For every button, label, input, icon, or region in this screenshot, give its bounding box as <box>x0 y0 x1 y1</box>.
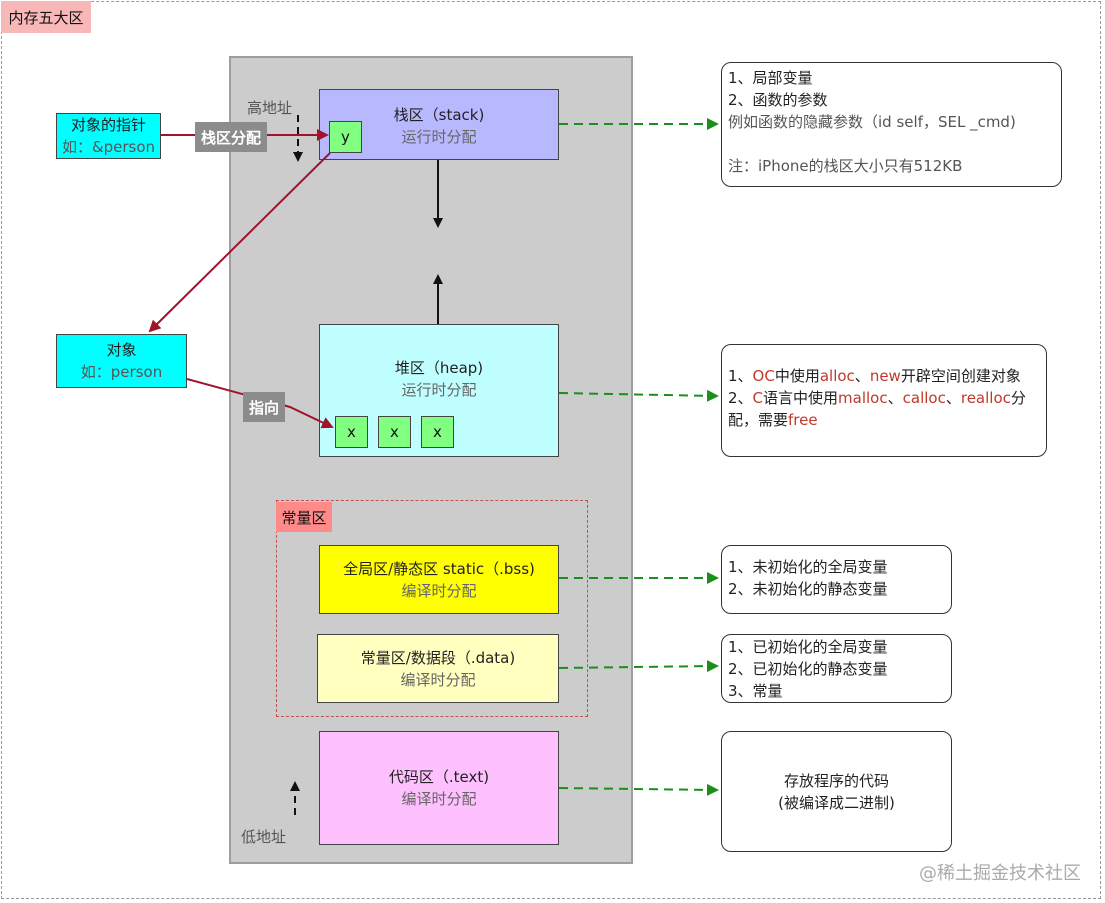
watermark: @稀土掘金技术社区 <box>919 863 1081 884</box>
heap-note-line: 1、OC中使用alloc、new开辟空间创建对象 <box>728 367 1021 385</box>
stack-note-line: 注：iPhone的栈区大小只有512KB <box>728 157 963 175</box>
text-region: 代码区（.text) 编译时分配 <box>319 731 559 845</box>
bss-region-name: 全局区/静态区 static（.bss) <box>343 559 535 578</box>
data-region-sub: 编译时分配 <box>400 670 476 689</box>
text-note: 存放程序的代码 (被编译成二进制) <box>721 731 952 852</box>
stack-note-spacer <box>728 133 1055 155</box>
bss-note: 1、未初始化的全局变量 2、未初始化的静态变量 <box>721 545 952 614</box>
data-note-line: 3、常量 <box>728 682 783 700</box>
heap-cell-x: x <box>335 416 368 448</box>
data-note-line: 2、已初始化的静态变量 <box>728 660 888 678</box>
data-region-name: 常量区/数据段（.data) <box>360 648 516 667</box>
pointer-box: 对象的指针 如：&person <box>56 113 161 159</box>
heap-region-name: 堆区（heap) <box>394 359 484 377</box>
bss-note-line: 1、未初始化的全局变量 <box>728 558 888 576</box>
heap-note-line: 2、C语言中使用malloc、calloc、realloc分 <box>728 389 1026 407</box>
object-example: 如：person <box>80 363 163 381</box>
stack-to-object-arrow <box>148 152 331 333</box>
constant-region-tag: 常量区 <box>276 502 332 532</box>
pointer-title: 对象的指针 <box>70 116 146 134</box>
heap-note-arrow <box>558 389 719 402</box>
diagram-title: 内存五大区 <box>1 1 91 33</box>
stack-note-line: 1、局部变量 <box>728 69 813 87</box>
heap-cell-x: x <box>378 416 411 448</box>
text-region-sub: 编译时分配 <box>401 790 477 808</box>
low-address-label: 低地址 <box>241 828 287 846</box>
stack-alloc-label: 栈区分配 <box>195 122 267 152</box>
high-address-label: 高地址 <box>247 99 293 117</box>
memory-column <box>229 56 633 864</box>
data-note: 1、已初始化的全局变量 2、已初始化的静态变量 3、常量 <box>721 634 952 703</box>
pointer-example: 如：&person <box>61 138 156 156</box>
text-note-line: (被编译成二进制) <box>778 793 895 812</box>
text-note-arrow <box>558 783 719 796</box>
heap-region-sub: 运行时分配 <box>401 381 477 399</box>
stack-note-line: 例如函数的隐藏参数（id self，SEL _cmd) <box>728 113 1016 131</box>
bss-region: 全局区/静态区 static（.bss) 编译时分配 <box>319 545 559 614</box>
heap-note-line: 配，需要free <box>728 411 818 429</box>
text-region-name: 代码区（.text) <box>388 768 490 786</box>
heap-note: 1、OC中使用alloc、new开辟空间创建对象 2、C语言中使用malloc、… <box>721 344 1047 457</box>
object-title: 对象 <box>106 341 137 359</box>
points-to-label: 指向 <box>243 392 285 422</box>
stack-region-name: 栈区（stack) <box>393 106 485 124</box>
stack-region-sub: 运行时分配 <box>401 128 477 146</box>
bss-region-sub: 编译时分配 <box>401 581 477 600</box>
stack-cell-y: y <box>329 121 362 153</box>
object-box: 对象 如：person <box>56 334 187 388</box>
data-region: 常量区/数据段（.data) 编译时分配 <box>317 634 559 703</box>
text-note-line: 存放程序的代码 <box>783 771 889 790</box>
stack-note-line: 2、函数的参数 <box>728 91 828 109</box>
stack-note: 1、局部变量 2、函数的参数 例如函数的隐藏参数（id self，SEL _cm… <box>721 62 1062 187</box>
bss-note-line: 2、未初始化的静态变量 <box>728 580 888 598</box>
data-note-arrow <box>558 660 719 673</box>
heap-cell-x: x <box>421 416 454 448</box>
data-note-line: 1、已初始化的全局变量 <box>728 638 888 656</box>
object-to-heap-arrow <box>186 378 334 429</box>
constant-region-outline <box>276 500 588 717</box>
